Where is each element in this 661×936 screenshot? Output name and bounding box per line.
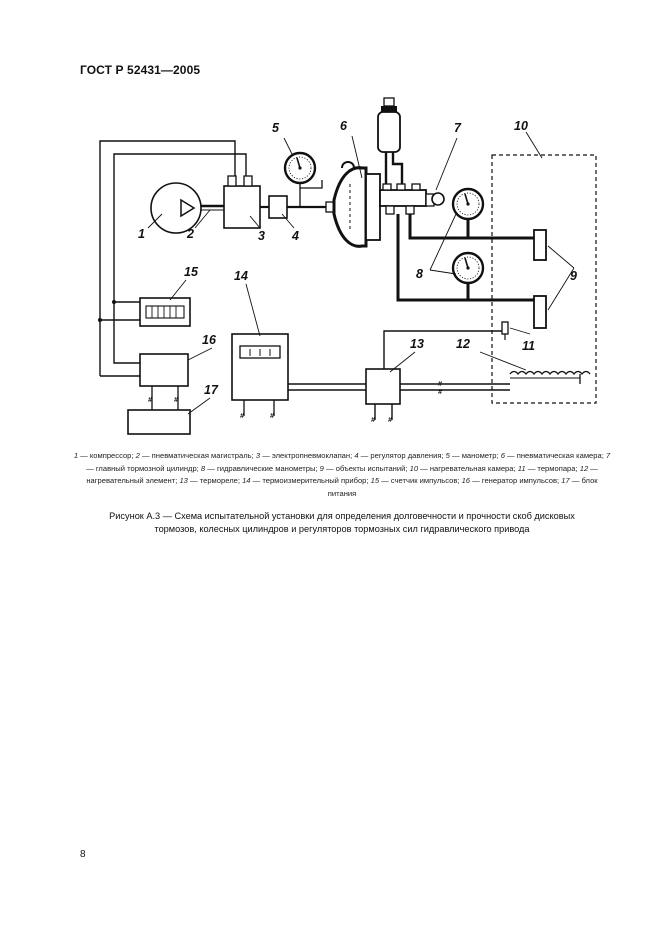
wire-mark: # xyxy=(438,389,442,396)
legend-item-number: 7 xyxy=(605,451,611,460)
hydraulic-manometer xyxy=(451,251,485,285)
legend-item-text: — манометр; xyxy=(449,451,501,460)
test-rig-schematic: # # # # # # # # 1 2 3 4 5 6 7 8 9 xyxy=(70,88,610,438)
callout-17: 17 xyxy=(204,383,219,397)
wire-junction xyxy=(98,318,102,322)
legend-item-text: — регулятор давления; xyxy=(358,451,446,460)
legend-item-text: — гидравлические манометры; xyxy=(205,463,320,473)
callout-6: 6 xyxy=(340,119,348,133)
legend-item-number: 14 xyxy=(242,476,251,486)
pressure-regulator xyxy=(268,195,288,219)
legend-item-number: 2 xyxy=(135,451,140,460)
wire-mark: # xyxy=(438,381,442,388)
callout-16: 16 xyxy=(202,333,217,347)
schematic-svg: # # # # # # # # 1 2 3 4 5 6 7 8 9 xyxy=(98,97,597,435)
wire-mark: # xyxy=(148,397,152,404)
impulse-generator xyxy=(139,353,189,387)
wire-mark: # xyxy=(240,413,244,420)
legend-item-number: 13 xyxy=(179,476,188,486)
legend-item-text: — главный тормозной цилиндр; xyxy=(86,463,201,473)
heating-chamber xyxy=(491,154,597,404)
wire-junction xyxy=(112,300,116,304)
legend-item-number: 8 xyxy=(200,463,206,473)
figure-legend: 1 — компрессор; 2 — пневматическая магис… xyxy=(72,450,612,500)
test-object xyxy=(533,229,547,261)
callout-12: 12 xyxy=(456,337,470,351)
pneumatic-manometer xyxy=(283,151,317,185)
legend-item-number: 3 xyxy=(255,451,261,460)
pneumatic-chamber xyxy=(332,161,381,248)
legend-item-text: — счетчик импульсов; xyxy=(379,476,462,486)
legend-item-number: 1 xyxy=(73,451,79,460)
wire-mark: # xyxy=(371,417,375,424)
wire-mark: # xyxy=(270,413,274,420)
legend-item-number: 12 xyxy=(579,463,589,473)
legend-item-text: — термоизмерительный прибор; xyxy=(250,476,371,486)
page-header: ГОСТ Р 52431—2005 xyxy=(80,63,201,77)
legend-item-number: 5 xyxy=(445,451,450,460)
figure-caption: Рисунок А.3 — Схема испытательной устано… xyxy=(72,510,612,536)
hydraulic-manometer xyxy=(451,187,485,221)
brake-fluid-reservoir xyxy=(377,97,401,153)
power-supply-unit xyxy=(127,409,191,435)
callout-13: 13 xyxy=(410,337,424,351)
callout-2: 2 xyxy=(186,227,194,241)
callout-leaders xyxy=(147,131,575,415)
test-object xyxy=(533,295,547,329)
callout-11: 11 xyxy=(522,339,535,353)
legend-item-number: 15 xyxy=(370,476,380,486)
legend-item-text: — пневматическая камера; xyxy=(504,451,606,460)
legend-item-text: — генератор импульсов; xyxy=(470,476,562,486)
figure-caption-line: Рисунок А.3 — Схема испытательной устано… xyxy=(109,511,575,521)
callout-14: 14 xyxy=(234,269,248,283)
legend-item-number: 4 xyxy=(354,451,359,460)
thermal-relay xyxy=(365,368,401,405)
callout-9: 9 xyxy=(570,269,577,283)
electropneumatic-valve xyxy=(223,175,261,229)
legend-item-number: 11 xyxy=(517,463,526,473)
legend-item-text: — нагревательная камера; xyxy=(418,463,518,473)
legend-item-number: 9 xyxy=(319,463,324,473)
callout-5: 5 xyxy=(272,121,280,135)
master-brake-cylinder xyxy=(379,183,445,215)
control-wiring xyxy=(99,140,247,377)
legend-item-number: 17 xyxy=(561,476,570,486)
figure-caption-line: тормозов, колесных цилиндров и регулятор… xyxy=(154,524,530,534)
pneumatic-line xyxy=(287,180,330,209)
callout-10: 10 xyxy=(514,119,528,133)
power-supply-wiring xyxy=(151,386,179,410)
callout-1: 1 xyxy=(138,227,145,241)
legend-item-number: 10 xyxy=(409,463,419,473)
legend-item-text: — пневматическая магистраль; xyxy=(139,451,256,460)
impulse-counter xyxy=(139,297,191,327)
wire-mark: # xyxy=(174,397,178,404)
legend-item-text: — объекты испытаний; xyxy=(323,463,410,473)
temperature-measuring-instrument xyxy=(231,333,289,416)
relay-wiring xyxy=(288,330,510,420)
legend-item-text: — нагревательный элемент; xyxy=(86,463,598,486)
pneumatic-line xyxy=(201,204,224,211)
legend-item-text: — электропневмоклапан; xyxy=(260,451,355,460)
callout-7: 7 xyxy=(454,121,462,135)
legend-item-text: — термореле; xyxy=(187,476,243,486)
heating-element xyxy=(509,370,591,384)
legend-item-text: — блок питания xyxy=(327,476,598,498)
compressor xyxy=(150,182,202,234)
legend-item-text: — термопара; xyxy=(525,463,580,473)
page-number: 8 xyxy=(80,849,86,860)
legend-item-text: — компрессор; xyxy=(78,451,136,460)
legend-item-number: 16 xyxy=(461,476,471,486)
callout-8: 8 xyxy=(416,267,423,281)
callout-15: 15 xyxy=(184,265,199,279)
wire-mark: # xyxy=(388,417,392,424)
legend-item-number: 6 xyxy=(500,451,505,460)
callout-4: 4 xyxy=(291,229,299,243)
callout-3: 3 xyxy=(258,229,265,243)
thermocouple xyxy=(501,321,509,340)
callout-labels: 1 2 3 4 5 6 7 8 9 10 11 12 13 14 15 16 1… xyxy=(138,119,577,397)
